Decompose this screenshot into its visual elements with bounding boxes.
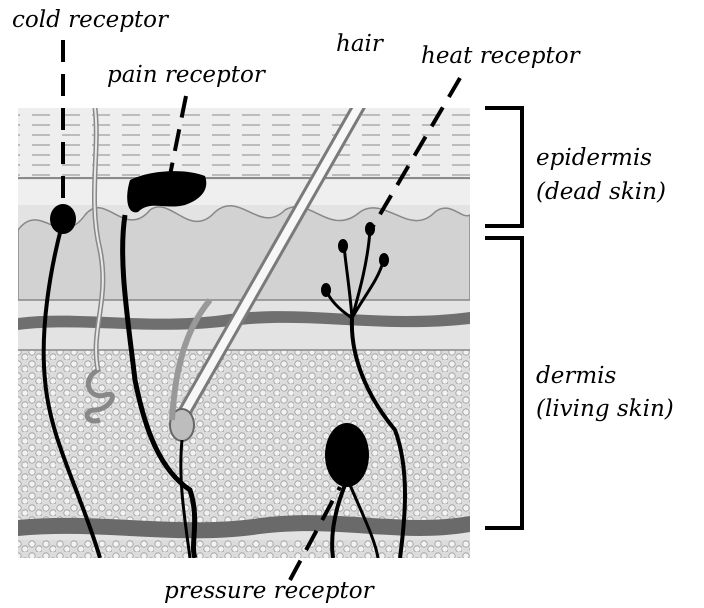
pressure-receptor-ending — [325, 423, 369, 487]
hair-label: hair — [336, 32, 383, 57]
pain-receptor-label: pain receptor — [107, 63, 265, 88]
cold-receptor-label: cold receptor — [12, 8, 168, 33]
dermis-bracket — [485, 238, 522, 528]
epidermis-bracket — [485, 108, 522, 226]
cold-receptor-ending — [50, 204, 76, 234]
stratum-corneum — [18, 108, 470, 178]
dead-skin-label: (dead skin) — [536, 180, 666, 205]
pressure-receptor-label: pressure receptor — [164, 579, 374, 604]
papillary-layer — [18, 206, 470, 300]
skin-block — [18, 55, 470, 558]
heat-receptor-label: heat receptor — [421, 44, 580, 69]
dermis-tissue — [18, 350, 470, 525]
dermis-label: dermis — [536, 364, 616, 389]
living-skin-label: (living skin) — [536, 397, 674, 422]
epidermis-label: epidermis — [536, 146, 652, 171]
